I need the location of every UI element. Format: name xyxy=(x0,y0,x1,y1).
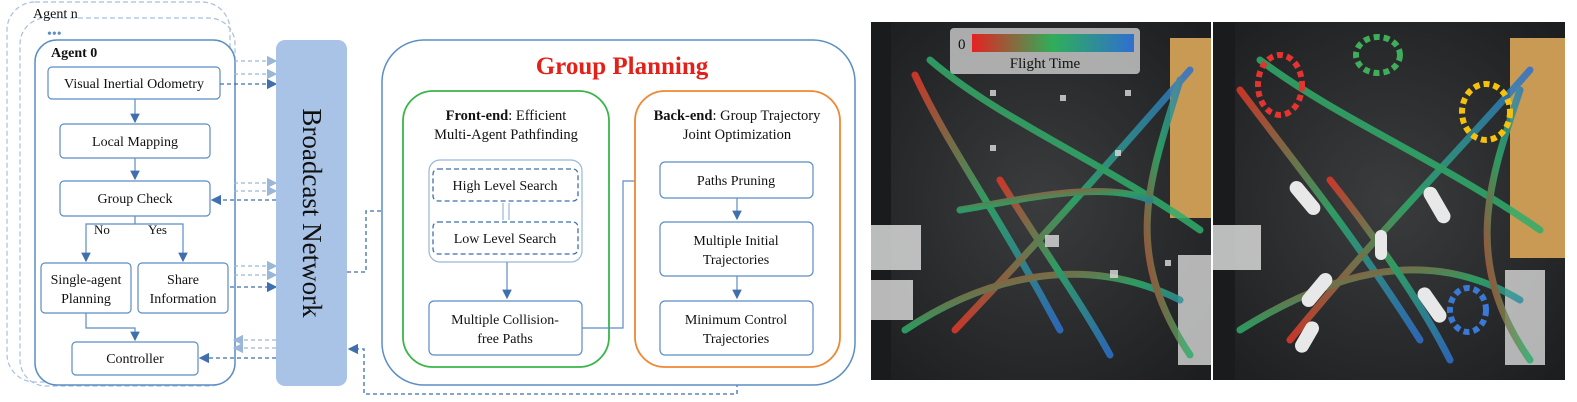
search-loop-arrow xyxy=(502,203,510,220)
collision-free-line1: Multiple Collision- xyxy=(451,313,559,328)
back-end-title-bold: Back-end xyxy=(654,108,713,124)
branch-yes-label: Yes xyxy=(148,222,167,237)
broadcast-network-bar xyxy=(276,40,347,386)
minimum-control-line1: Minimum Control xyxy=(685,313,787,328)
back-end-title-rest: : Group Trajectory xyxy=(712,108,821,124)
agent-n-label: Agent n xyxy=(33,7,78,22)
share-information-module xyxy=(137,262,229,314)
initial-trajectories-line1: Multiple Initial xyxy=(693,234,778,249)
local-mapping-label: Local Mapping xyxy=(92,135,178,150)
branch-no-label: No xyxy=(94,222,110,237)
share-info-line2: Information xyxy=(150,292,217,307)
initial-trajectories-line2: Trajectories xyxy=(703,253,769,268)
agent-internal-arrows xyxy=(81,99,188,342)
controller-module xyxy=(71,341,199,376)
vio-module xyxy=(47,66,221,100)
agent-stack: Agent n ••• Agent 0 Visual Inertial Odom… xyxy=(6,1,236,387)
vio-label: Visual Inertial Odometry xyxy=(64,77,204,92)
photo-right-flight-with-obstacles xyxy=(1213,22,1565,380)
agent-0-label: Agent 0 xyxy=(51,46,97,61)
paths-pruning-label: Paths Pruning xyxy=(697,174,775,189)
photo-left-flight-trajectories: 0 Flight Time xyxy=(871,22,1211,380)
colorbar-zero-label: 0 xyxy=(958,37,966,53)
minimum-control-line2: Trajectories xyxy=(703,332,769,347)
group-check-label: Group Check xyxy=(97,192,172,207)
controller-label: Controller xyxy=(106,352,164,367)
broadcast-network-label: Broadcast Network xyxy=(297,108,327,318)
agent-network-links xyxy=(198,55,278,364)
high-level-search-box xyxy=(432,168,579,202)
front-end-title-line2: Multi-Agent Pathfinding xyxy=(434,127,578,143)
back-end-title-line2: Joint Optimization xyxy=(683,127,792,143)
colorbar-gradient xyxy=(972,34,1134,52)
low-level-search-box xyxy=(432,221,579,255)
share-info-line1: Share xyxy=(167,273,199,288)
front-end-title-bold: Front-end xyxy=(446,108,509,124)
single-agent-line2: Planning xyxy=(61,292,111,307)
back-end-title-line1: Back-end: Group Trajectory xyxy=(654,108,822,124)
collision-free-line2: free Paths xyxy=(477,332,533,347)
low-level-search-label: Low Level Search xyxy=(454,232,557,247)
group-planning-title: Group Planning xyxy=(536,53,709,80)
agent-ellipsis: ••• xyxy=(47,27,62,42)
front-end-title-line1: Front-end: Efficient xyxy=(446,108,567,124)
high-level-search-label: High Level Search xyxy=(453,179,558,194)
single-agent-line1: Single-agent xyxy=(51,273,122,288)
colorbar-title: Flight Time xyxy=(1010,56,1081,72)
front-end-title-rest: : Efficient xyxy=(508,108,566,124)
minimum-control-box xyxy=(659,300,814,356)
